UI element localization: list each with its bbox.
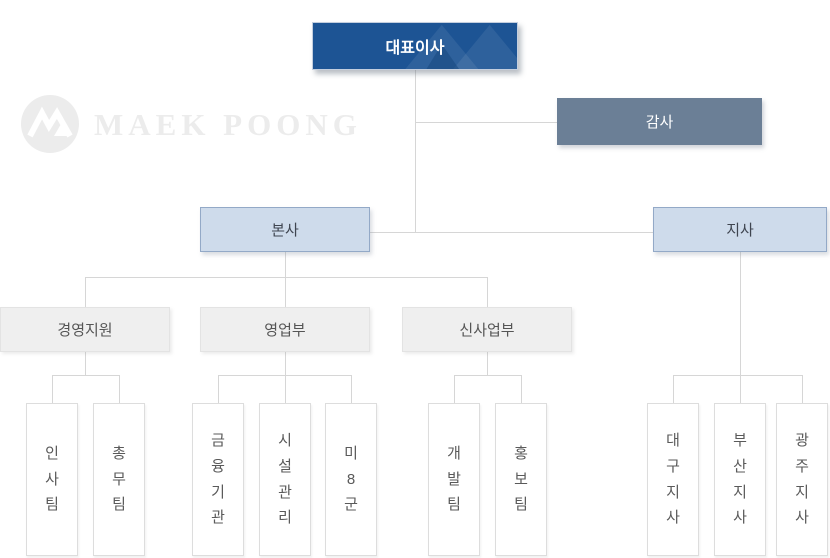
org-node-label: 본사: [271, 222, 299, 239]
org-node-label: 감사: [645, 114, 674, 131]
org-node-daegu-branch: 대구지사: [647, 403, 699, 556]
connector-line: [52, 375, 53, 403]
connector-line: [415, 122, 557, 123]
connector-line: [285, 375, 286, 403]
connector-line: [487, 352, 488, 375]
org-node-label: 광주지사: [795, 431, 809, 527]
connector-line: [285, 277, 286, 307]
connector-line: [454, 375, 455, 403]
org-node-us-8th-army: 미8군: [325, 403, 377, 556]
connector-line: [740, 252, 741, 375]
connector-line: [673, 375, 674, 403]
org-node-hr-team: 인사팀: [26, 403, 78, 556]
org-node-general-affairs-team: 총무팀: [93, 403, 145, 556]
org-node-label: 미8군: [344, 444, 358, 514]
org-node-label: 신사업부: [459, 322, 515, 339]
connector-line: [415, 70, 416, 232]
org-node-ceo: 대표이사: [312, 22, 518, 70]
org-node-label: 홍보팀: [514, 444, 528, 514]
org-node-label: 금융기관: [211, 431, 225, 527]
connector-line: [351, 375, 352, 403]
org-node-head-office: 본사: [200, 207, 370, 252]
brand-name: MAEK POONG: [94, 106, 362, 142]
org-node-pr-team: 홍보팀: [495, 403, 547, 556]
org-node-gwangju-branch: 광주지사: [776, 403, 828, 556]
org-node-management-support: 경영지원: [0, 307, 170, 352]
connector-line: [52, 375, 119, 376]
org-node-label: 인사팀: [45, 444, 59, 514]
org-node-financial-institutions: 금융기관: [192, 403, 244, 556]
org-node-busan-branch: 부산지사: [714, 403, 766, 556]
mountain-logo-icon: [21, 95, 79, 153]
org-node-label: 대구지사: [666, 431, 680, 527]
org-node-branch-office: 지사: [653, 207, 827, 252]
connector-line: [370, 232, 653, 233]
connector-line: [85, 277, 487, 278]
connector-line: [487, 277, 488, 307]
org-node-label: 지사: [726, 222, 754, 239]
connector-line: [85, 352, 86, 375]
org-node-label: 경영지원: [57, 322, 113, 339]
connector-line: [285, 252, 286, 277]
org-node-label: 대표이사: [385, 40, 445, 57]
org-node-sales-dept: 영업부: [200, 307, 370, 352]
org-node-facility-management: 시설관리: [259, 403, 311, 556]
connector-line: [802, 375, 803, 403]
org-node-label: 영업부: [264, 322, 306, 339]
org-node-auditor: 감사: [557, 98, 762, 145]
org-node-new-business-dept: 신사업부: [402, 307, 572, 352]
connector-line: [85, 277, 86, 307]
connector-line: [285, 352, 286, 375]
org-node-development-team: 개발팀: [428, 403, 480, 556]
org-node-label: 시설관리: [278, 431, 292, 527]
connector-line: [521, 375, 522, 403]
org-node-label: 총무팀: [112, 444, 126, 514]
connector-line: [673, 375, 802, 376]
connector-line: [454, 375, 521, 376]
connector-line: [218, 375, 351, 376]
company-logo: MAEK POONG: [21, 95, 362, 153]
connector-line: [218, 375, 219, 403]
connector-line: [119, 375, 120, 403]
mountain-watermark-icon: [405, 24, 517, 69]
org-node-label: 개발팀: [447, 444, 461, 514]
connector-line: [740, 375, 741, 403]
org-node-label: 부산지사: [733, 431, 747, 527]
